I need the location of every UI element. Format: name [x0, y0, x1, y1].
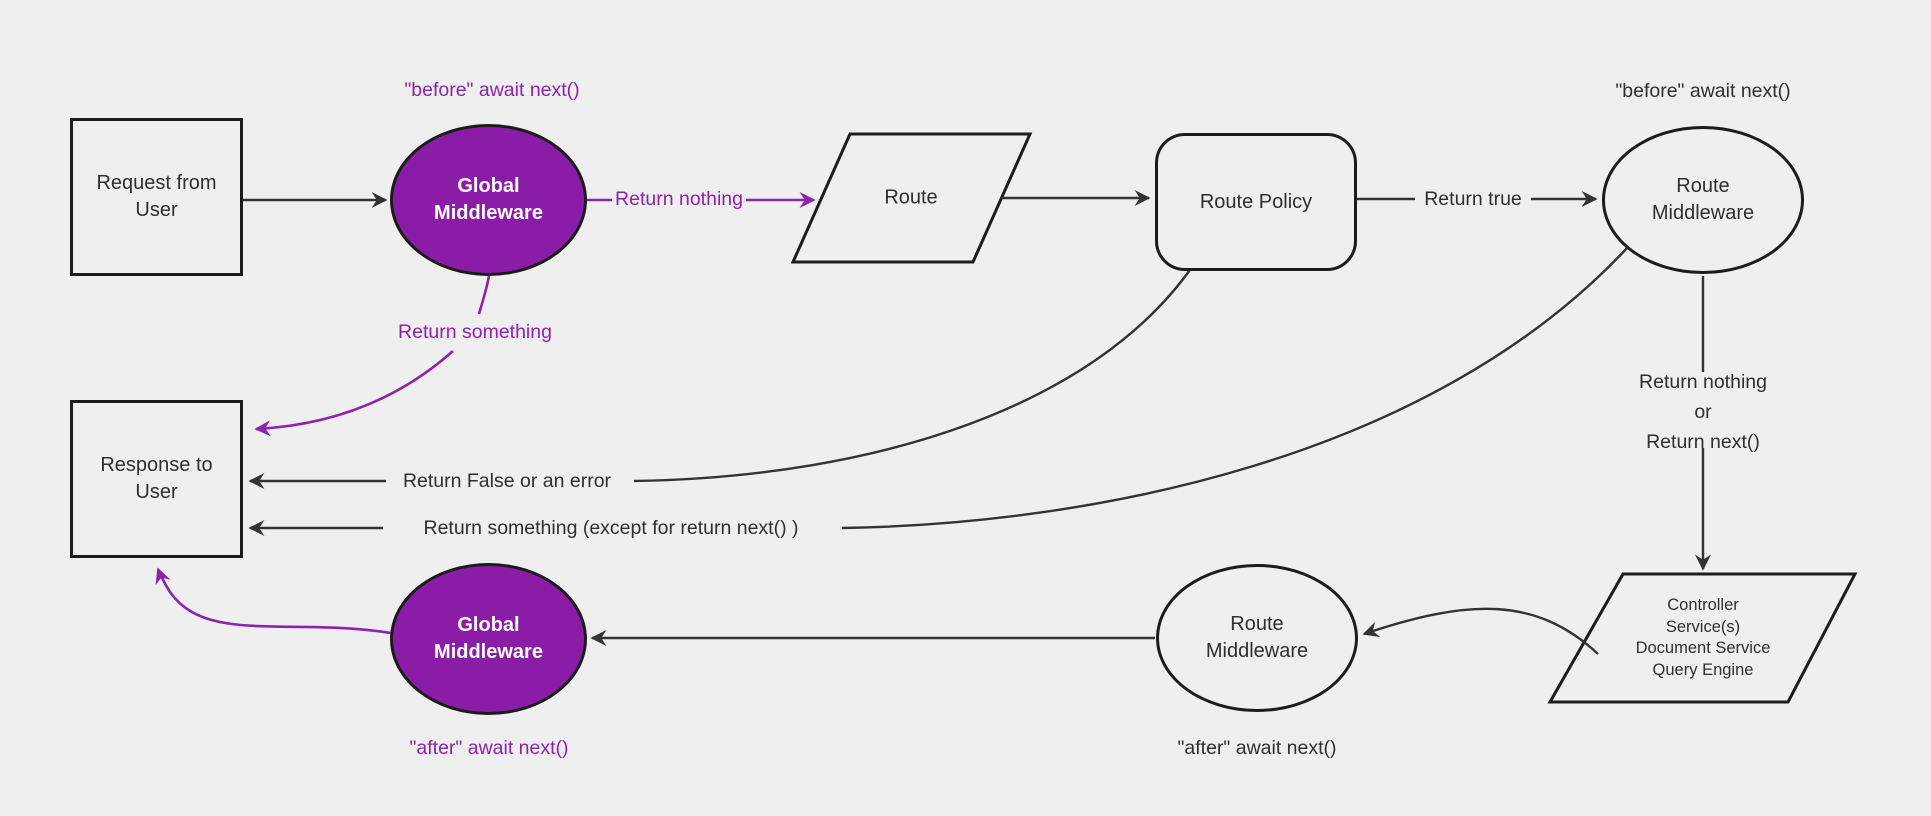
node-route-middleware-bottom: Route Middleware	[1156, 564, 1358, 712]
edge-label-return-false-or-error: Return False or an error	[402, 470, 612, 492]
edge-label-return-true: Return true	[1424, 188, 1522, 210]
edge-route-middleware-return-something-curve	[841, 246, 1629, 530]
node-controller-label: Controller Service(s) Document Service Q…	[1635, 596, 1771, 679]
edge-global-middleware-return-something-stub	[477, 275, 491, 315]
route-node-shape	[790, 132, 1033, 264]
node-global-middleware-top: Global Middleware	[390, 124, 587, 276]
node-response-to-user: Response to User	[70, 400, 243, 558]
edge-label-before-await-next-route: "before" await next()	[1615, 80, 1791, 102]
edge-label-before-await-next-global: "before" await next()	[404, 79, 580, 101]
controller-node-shape	[1547, 572, 1858, 704]
edge-global-middleware-bottom-to-response	[155, 567, 392, 635]
node-request-from-user: Request from User	[70, 118, 243, 276]
edge-route-policy-return-false-curve	[633, 266, 1193, 483]
edge-return-something-label-to-response	[254, 350, 454, 437]
node-global-middleware-bottom: Global Middleware	[390, 563, 587, 715]
node-route-middleware-top: Route Middleware	[1602, 126, 1804, 274]
edge-label-return-nothing-or-next: Return nothing or Return next()	[1639, 371, 1767, 453]
edge-label-return-something-except: Return something (except for return next…	[423, 517, 799, 539]
node-route-label: Route	[884, 186, 938, 209]
edge-label-return-nothing: Return nothing	[615, 188, 743, 210]
node-route-policy: Route Policy	[1155, 133, 1357, 271]
edge-label-after-await-next-route: "after" await next()	[1177, 737, 1337, 759]
edge-label-after-await-next-global: "after" await next()	[409, 737, 569, 759]
edge-controller-to-route-middleware-bottom	[1362, 607, 1599, 655]
edge-label-return-something: Return something	[398, 321, 552, 343]
